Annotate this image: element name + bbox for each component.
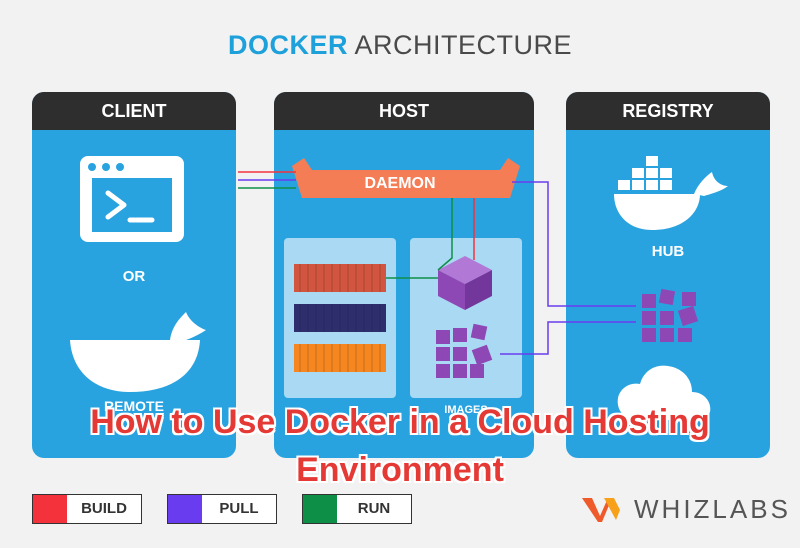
diagram-title: DOCKER ARCHITECTURE	[0, 30, 800, 61]
registry-image-blocks-icon	[642, 288, 699, 342]
legend-build-swatch	[33, 495, 67, 523]
whizlabs-logo: WHIZLABS	[580, 494, 791, 524]
client-heading: CLIENT	[32, 92, 236, 130]
daemon-label: DAEMON	[364, 175, 436, 192]
legend-run: RUN	[302, 494, 412, 524]
connectors	[238, 171, 636, 355]
legend-run-label: RUN	[357, 500, 391, 517]
host-heading: HOST	[274, 92, 534, 130]
registry-heading: REGISTRY	[566, 92, 770, 130]
article-title-overlay: How to Use Docker in a Cloud Hosting Env…	[20, 398, 780, 494]
container-bar-navy	[294, 304, 386, 332]
title-accent: DOCKER	[227, 30, 348, 60]
client-remote-label: REMOTE	[104, 398, 164, 414]
cube-icon	[438, 256, 492, 310]
legend-build: BUILD	[32, 494, 142, 524]
container-stack	[294, 264, 386, 372]
daemon-banner	[292, 158, 520, 198]
image-blocks-icon	[436, 323, 493, 378]
run-line-daemon	[437, 198, 453, 271]
pull-line-registry	[512, 181, 636, 307]
legend-build-label: BUILD	[81, 500, 127, 517]
terminal-icon	[80, 156, 184, 242]
images-label: IMAGES	[444, 404, 488, 416]
overlay-line-1: How to Use Docker in a Cloud Hosting	[90, 403, 710, 441]
legend-run-swatch	[303, 495, 337, 523]
hub-label: HUB	[651, 243, 685, 260]
client-or-label: OR	[122, 268, 146, 285]
legend-pull-swatch	[168, 495, 202, 523]
title-rest: ARCHITECTURE	[354, 30, 573, 60]
container-bar-red	[294, 264, 386, 292]
cloud-upload-icon	[617, 365, 711, 420]
brand-name: WHIZLABS	[634, 493, 791, 524]
whizlabs-mark-icon	[582, 498, 620, 522]
legend-pull-label: PULL	[219, 500, 259, 517]
legend-pull: PULL	[167, 494, 277, 524]
pull-line-images	[500, 321, 636, 355]
docker-hub-whale-icon	[614, 156, 728, 230]
container-bar-orange	[294, 344, 386, 372]
docker-whale-icon	[70, 312, 206, 392]
overlay-line-2: Environment	[296, 451, 504, 489]
